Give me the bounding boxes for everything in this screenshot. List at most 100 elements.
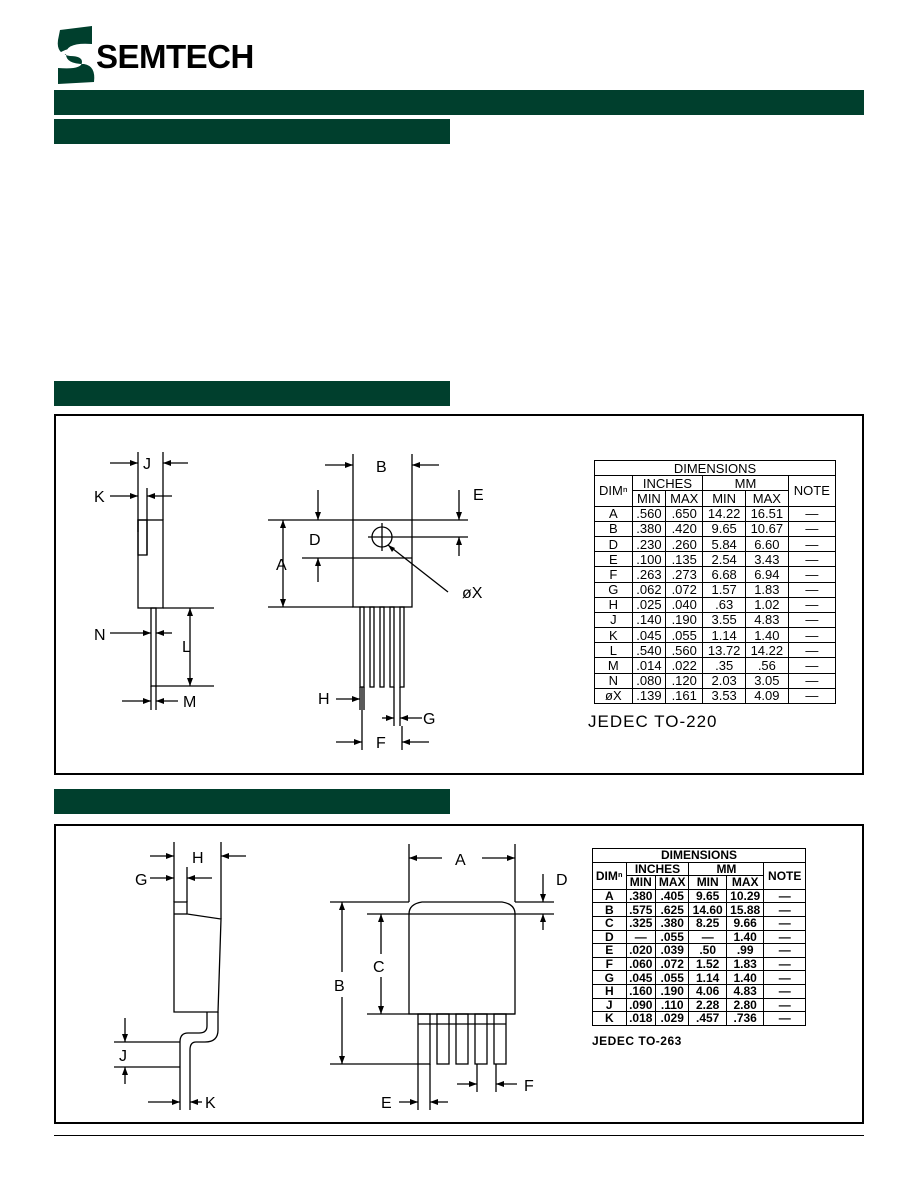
- cell-mm-min: —: [688, 929, 727, 945]
- cell-note: —: [787, 657, 837, 674]
- cell-in-min: .018: [625, 1011, 656, 1026]
- label-j: J: [143, 456, 151, 473]
- cell-in-max: .190: [665, 611, 704, 629]
- cell-dim: B: [592, 902, 627, 917]
- cell-dim: F: [594, 566, 633, 583]
- cell-mm-max: 3.43: [745, 551, 789, 568]
- label-x: øX: [462, 585, 483, 602]
- max-header: MAX: [745, 490, 789, 507]
- cell-note: —: [787, 642, 837, 659]
- cell-mm-max: 4.09: [745, 687, 789, 705]
- cell-in-min: .014: [631, 657, 667, 674]
- cell-dim: H: [592, 983, 627, 999]
- cell-mm-min: .63: [702, 596, 746, 613]
- max-header: MAX: [665, 490, 704, 507]
- cell-in-max: .405: [654, 888, 690, 904]
- cell-in-max: .650: [665, 505, 704, 522]
- label-b: B: [334, 978, 345, 995]
- label-e: E: [473, 487, 484, 504]
- cell-in-max: .055: [665, 627, 704, 644]
- label-f: F: [524, 1078, 534, 1095]
- section-bar-3: [54, 789, 450, 814]
- cell-mm-min: 9.65: [688, 888, 727, 904]
- cell-mm-max: 4.83: [745, 611, 789, 629]
- cell-in-max: .022: [665, 657, 704, 674]
- cell-mm-min: 1.14: [688, 970, 727, 985]
- table-title: DIMENSIONS: [592, 848, 806, 863]
- table-row: K.018.029.457.736—: [592, 1011, 806, 1026]
- cell-note: —: [787, 627, 837, 644]
- cell-mm-min: 3.53: [702, 687, 746, 705]
- cell-dim: G: [592, 970, 627, 985]
- cell-mm-max: 15.88: [725, 902, 765, 917]
- cell-mm-min: .457: [688, 1011, 727, 1026]
- cell-mm-min: 14.22: [702, 505, 746, 522]
- cell-mm-min: 4.06: [688, 983, 727, 999]
- cell-in-max: .120: [665, 672, 704, 689]
- jedec-to220-label: JEDEC TO-220: [588, 712, 718, 731]
- max-header: MAX: [725, 875, 765, 890]
- cell-mm-min: 1.57: [702, 581, 746, 598]
- cell-mm-max: 1.40: [725, 970, 765, 985]
- cell-note: —: [763, 943, 806, 958]
- semtech-logo: SEMTECH: [52, 24, 322, 88]
- cell-note: —: [787, 611, 837, 629]
- cell-in-max: .072: [665, 581, 704, 598]
- label-n: N: [94, 627, 106, 644]
- cell-mm-max: .99: [725, 943, 765, 958]
- cell-note: —: [787, 551, 837, 568]
- cell-mm-min: .35: [702, 657, 746, 674]
- cell-in-max: .273: [665, 566, 704, 583]
- cell-dim: G: [594, 581, 633, 598]
- cell-mm-max: 1.02: [745, 596, 789, 613]
- cell-mm-max: 14.22: [745, 642, 789, 659]
- cell-mm-max: 4.83: [725, 983, 765, 999]
- cell-in-max: .190: [654, 983, 690, 999]
- cell-dim: H: [594, 596, 633, 613]
- cell-dim: N: [594, 672, 633, 689]
- cell-dim: J: [592, 997, 627, 1013]
- cell-in-min: .090: [625, 997, 656, 1013]
- cell-note: —: [787, 520, 837, 537]
- cell-mm-min: 9.65: [702, 520, 746, 537]
- cell-mm-min: 1.52: [688, 956, 727, 972]
- to263-panel: H G J K A D B C E F: [54, 824, 864, 1124]
- cell-mm-min: 2.03: [702, 672, 746, 689]
- cell-in-min: .230: [631, 535, 667, 553]
- cell-note: —: [763, 983, 806, 999]
- cell-in-min: .062: [631, 581, 667, 598]
- cell-mm-max: 6.94: [745, 566, 789, 583]
- semtech-s-mark-icon: [54, 26, 97, 84]
- cell-note: —: [763, 888, 806, 904]
- max-header: MAX: [654, 875, 690, 890]
- label-d: D: [309, 532, 321, 549]
- cell-in-max: .135: [665, 551, 704, 568]
- cell-in-max: .110: [654, 997, 690, 1013]
- cell-dim: øX: [594, 687, 633, 705]
- cell-mm-max: 10.29: [725, 888, 765, 904]
- cell-mm-max: .736: [725, 1011, 765, 1026]
- mm-header: MM: [702, 475, 789, 492]
- cell-note: —: [763, 929, 806, 945]
- cell-in-max: .161: [665, 687, 704, 705]
- cell-dim: K: [594, 627, 633, 644]
- cell-mm-min: 8.25: [688, 915, 727, 931]
- cell-mm-min: .50: [688, 943, 727, 958]
- cell-dim: M: [594, 657, 633, 674]
- label-h: H: [318, 691, 330, 708]
- cell-in-min: .020: [625, 943, 656, 958]
